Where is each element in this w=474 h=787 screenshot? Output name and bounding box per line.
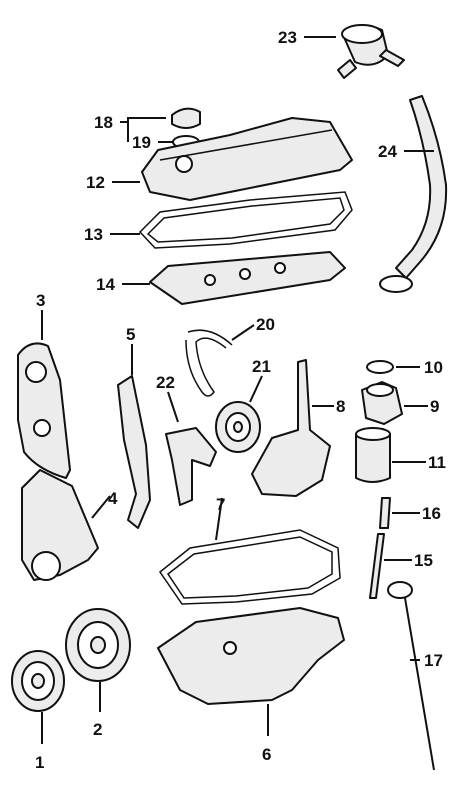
callout-18: 18 xyxy=(94,113,113,132)
callout-4: 4 xyxy=(108,489,118,508)
part-23-pcv-valve xyxy=(337,24,405,79)
callout-2: 2 xyxy=(93,720,102,739)
callout-3: 3 xyxy=(36,291,45,310)
part-17-dipstick xyxy=(387,581,435,771)
callout-17: 17 xyxy=(424,651,443,670)
callout-21: 21 xyxy=(252,357,271,376)
callout-7: 7 xyxy=(216,495,225,514)
part-4-lower-timing-cover xyxy=(21,469,99,581)
callout-9: 9 xyxy=(430,397,439,416)
part-13-valve-cover-gasket xyxy=(138,191,353,249)
part-20-timing-belt xyxy=(185,329,233,397)
part-18-filler-cap xyxy=(171,107,201,129)
callout-5: 5 xyxy=(126,325,135,344)
leader-lines xyxy=(41,36,434,744)
callout-labels: 1 2 3 4 5 6 7 8 9 10 11 12 13 14 15 16 1… xyxy=(35,28,446,772)
callout-20: 20 xyxy=(256,315,275,334)
part-12-valve-cover xyxy=(141,117,353,201)
part-9-filter-adapter xyxy=(361,381,403,425)
callout-22: 22 xyxy=(156,373,175,392)
part-3-timing-cover xyxy=(17,342,71,479)
part-5-bracket xyxy=(117,375,151,529)
callout-14: 14 xyxy=(96,275,115,294)
part-8-oil-pump xyxy=(251,359,331,497)
callout-13: 13 xyxy=(84,225,103,244)
callout-24: 24 xyxy=(378,142,397,161)
part-22-tensioner xyxy=(165,427,217,506)
callout-19: 19 xyxy=(132,133,151,152)
part-7-oil-pan-gasket xyxy=(158,529,341,605)
callout-8: 8 xyxy=(336,397,345,416)
part-2-crank-pulley xyxy=(65,608,131,682)
callout-11: 11 xyxy=(428,453,446,472)
callout-15: 15 xyxy=(414,551,433,570)
part-1-damper xyxy=(11,650,65,712)
callout-6: 6 xyxy=(262,745,271,764)
part-11-oil-filter xyxy=(355,427,391,483)
part-15-dipstick-tube xyxy=(369,533,385,599)
callout-1: 1 xyxy=(35,753,44,772)
part-21-pulley xyxy=(215,401,261,453)
callout-23: 23 xyxy=(278,28,297,47)
part-6-oil-pan xyxy=(157,607,345,705)
callout-16: 16 xyxy=(422,504,441,523)
callout-12: 12 xyxy=(86,173,105,192)
part-14-cam-bearing-cap xyxy=(149,251,346,305)
part-24-dipstick-tube xyxy=(379,95,448,293)
callout-10: 10 xyxy=(424,358,443,377)
part-16-tube-seal xyxy=(379,497,391,529)
part-10-o-ring xyxy=(366,360,394,374)
